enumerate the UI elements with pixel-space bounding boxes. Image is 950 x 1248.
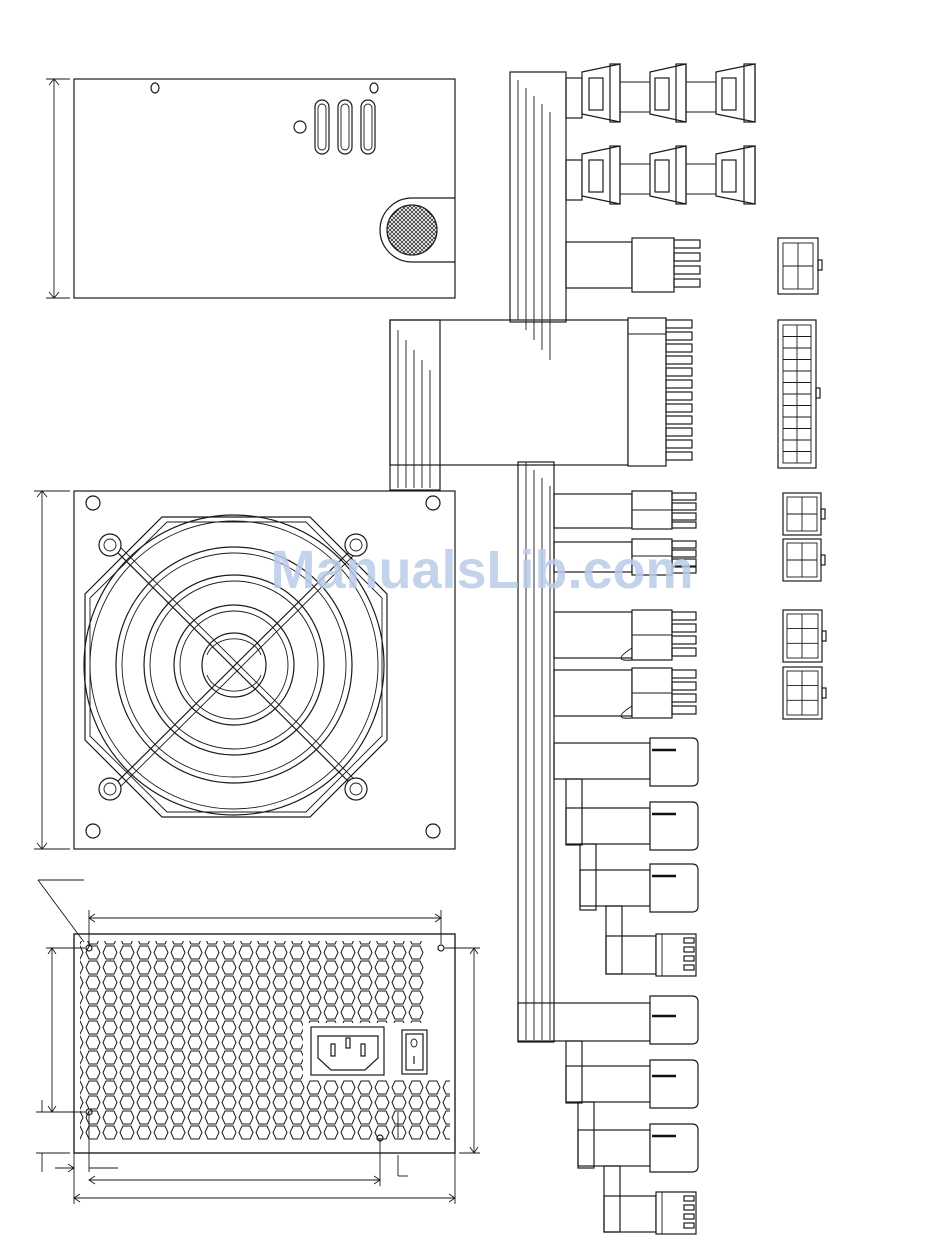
molex-connector: [650, 802, 698, 850]
p4-connector: [632, 238, 674, 292]
floppy-connector: [656, 1192, 696, 1234]
power-switch: [402, 1030, 427, 1074]
sata-chain: [582, 64, 755, 122]
molex-connector: [650, 1124, 698, 1172]
molex-connectors: [650, 738, 698, 1234]
eps-face: [783, 493, 825, 581]
molex-connector: [650, 738, 698, 786]
floppy-connector: [656, 934, 696, 976]
connector-face-views: [778, 238, 826, 719]
cable-bundle-atx: [390, 320, 628, 465]
vent-slots: [315, 100, 375, 154]
molex-connector: [650, 996, 698, 1044]
atx-24pin-face: [778, 320, 820, 468]
side-view-outline: [74, 79, 455, 298]
vent-honeycomb-bottom-right: [385, 1080, 450, 1140]
screw-hole: [151, 83, 159, 93]
motherboard-connectors: [621, 238, 700, 718]
vent-honeycomb-left: [80, 941, 303, 1140]
cable-grommet: [380, 198, 455, 262]
sata-connectors: [582, 64, 755, 204]
sata-chain: [582, 146, 755, 204]
watermark-text: ManualsLib.com: [270, 540, 693, 600]
atx-24pin-connector: [628, 318, 666, 466]
molex-connector: [650, 1060, 698, 1108]
screw-hole: [294, 121, 306, 133]
ac-inlet: [311, 1027, 384, 1075]
side-view: [46, 79, 455, 298]
rear-view: [36, 880, 480, 1204]
pcie-face: [783, 610, 826, 719]
screw-hole: [370, 83, 378, 93]
vent-honeycomb-top: [303, 941, 425, 1023]
p4-face: [778, 238, 822, 294]
molex-connector: [650, 864, 698, 912]
